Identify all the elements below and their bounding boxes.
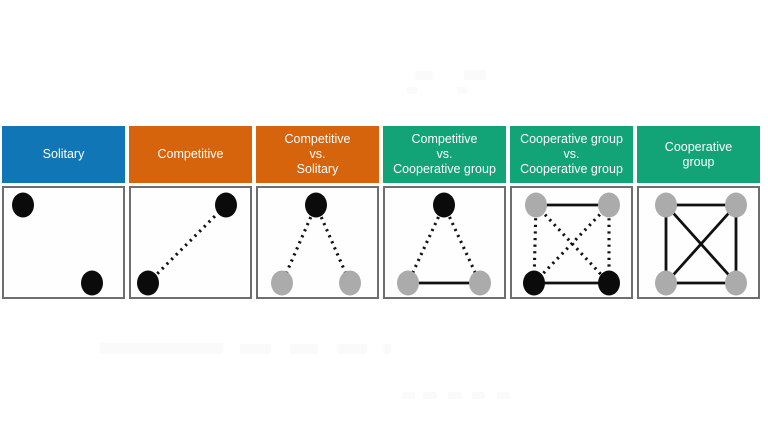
faded-artifact (240, 344, 271, 354)
panel-title-line: Competitive (157, 147, 224, 161)
faded-artifact (383, 344, 391, 354)
panel-title-line: Solitary (42, 147, 85, 161)
panel-diagram-box (129, 186, 252, 299)
agent-node (655, 192, 677, 218)
faded-artifact (464, 70, 486, 80)
faded-artifact (472, 392, 485, 399)
panel-title-line: Competitive (284, 132, 351, 146)
panel-diagram-box (510, 186, 633, 299)
network-diagram (397, 192, 491, 296)
panel-title-line: group (682, 154, 715, 169)
network-diagram (12, 192, 103, 296)
panel-header-solitary: Solitary (2, 126, 125, 183)
agent-node (215, 192, 237, 218)
agent-node (12, 192, 34, 218)
panel-competitive: Competitive (129, 126, 252, 299)
network-diagram (137, 192, 237, 296)
faded-artifact (423, 392, 437, 399)
panel-title-line: Solitary (296, 162, 339, 176)
panel-title-line: Cooperative group (520, 162, 623, 176)
panel-diagram-box (383, 186, 506, 299)
agent-node (655, 270, 677, 296)
agent-node (598, 192, 620, 218)
panel-title-line: Cooperative group (520, 132, 623, 146)
faded-artifact (415, 71, 433, 80)
network-diagram (655, 192, 747, 296)
faded-artifact (448, 392, 462, 399)
faded-artifact (457, 87, 467, 94)
faded-artifact (407, 87, 417, 94)
agent-node (725, 270, 747, 296)
agent-node (523, 270, 545, 296)
panel-title-line: Cooperative (664, 139, 733, 154)
edge-dotted (280, 204, 318, 284)
panel-header-competitive: Competitive (129, 126, 252, 183)
agent-node (725, 192, 747, 218)
network-diagram (523, 192, 620, 296)
agent-node (469, 270, 491, 296)
faded-artifact (402, 392, 415, 399)
panel-diagram-box (637, 186, 760, 299)
edge-solid (664, 204, 738, 284)
network-diagram (271, 192, 361, 296)
agent-node (305, 192, 327, 218)
panel-title-line: Cooperative group (393, 162, 496, 176)
panel-solitary: Solitary (2, 126, 125, 299)
agent-node (525, 192, 547, 218)
faded-artifact (497, 392, 510, 399)
faded-artifact (290, 344, 318, 354)
panel-title-line: Competitive (411, 132, 478, 146)
edge-dotted (314, 204, 352, 284)
faded-artifact (337, 344, 367, 354)
panel-diagram-box (256, 186, 379, 299)
edge-dotted (442, 204, 482, 284)
agent-node (433, 192, 455, 218)
edge-dotted (532, 203, 611, 285)
panel-title-line: vs. (436, 147, 453, 161)
panel-diagram-box (2, 186, 125, 299)
edge-dotted (146, 203, 228, 285)
agent-node (397, 270, 419, 296)
agent-node (598, 270, 620, 296)
edge-dotted (406, 204, 446, 284)
panel-title-line: vs. (309, 147, 326, 161)
agent-node (339, 270, 361, 296)
agent-node (81, 270, 103, 296)
agent-node (137, 270, 159, 296)
agent-node (271, 270, 293, 296)
faded-artifact (100, 343, 223, 354)
panel-title-line: vs. (563, 147, 580, 161)
